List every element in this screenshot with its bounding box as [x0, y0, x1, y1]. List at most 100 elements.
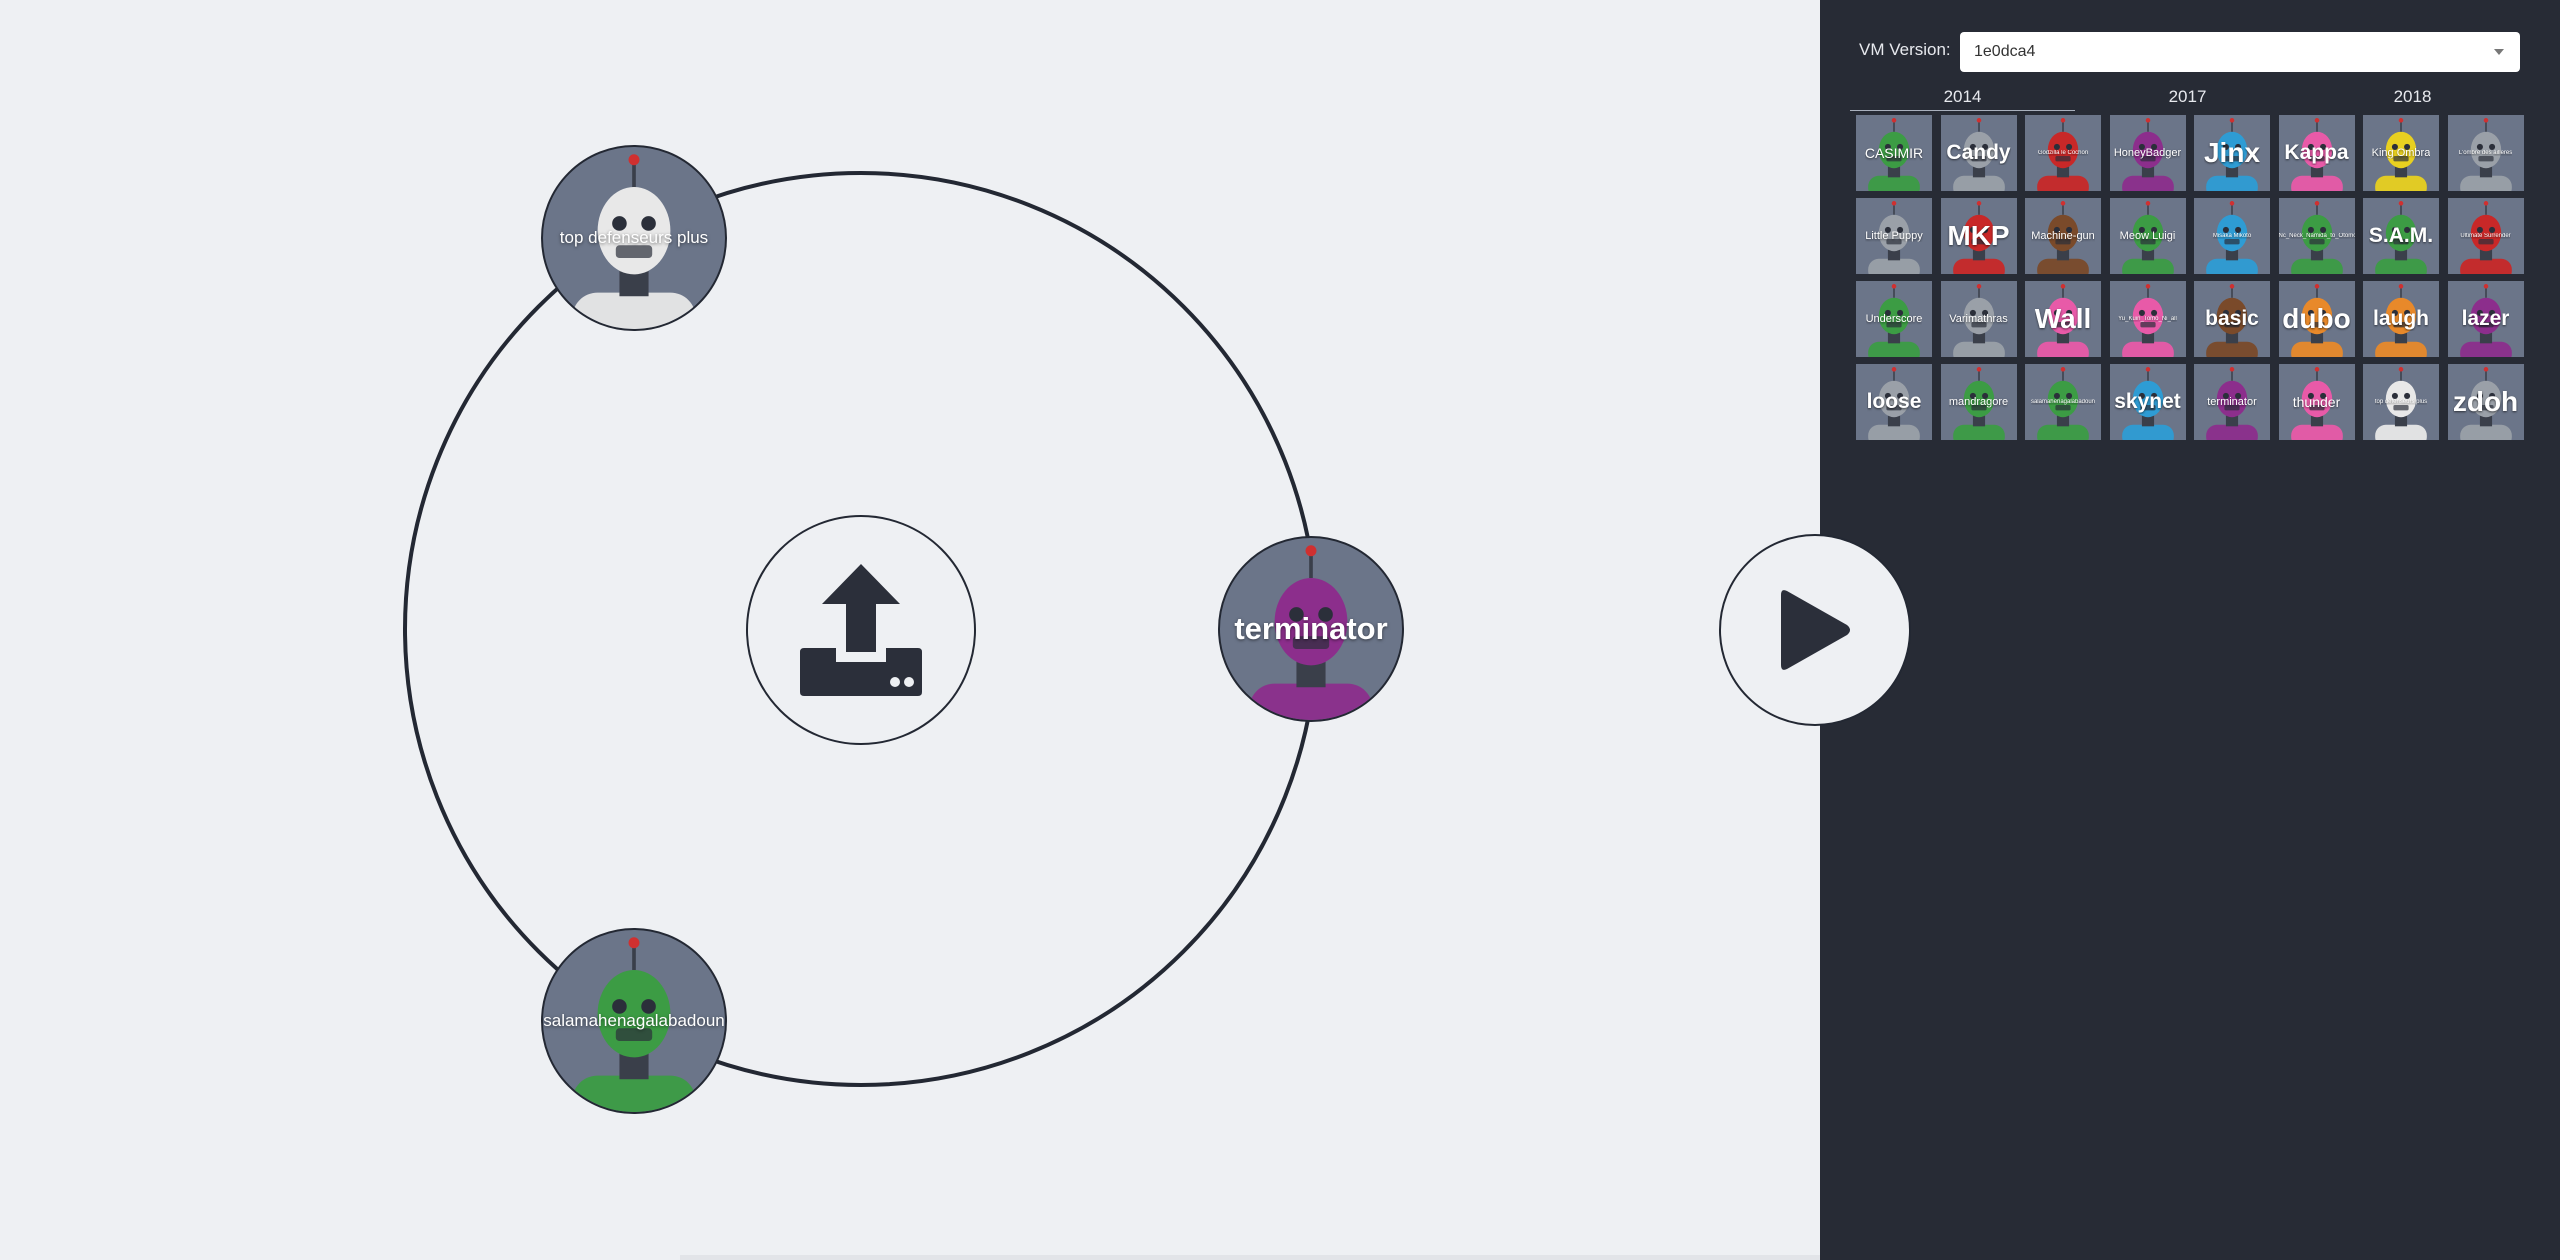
robot-card-name: Godzilla le Cochon	[2037, 150, 2089, 156]
robot-card-name: Nc_Neck_Namida_to_Otomo	[2278, 233, 2355, 239]
robot-sidebar: VM Version: 1e0dca4 2014 2017 2018 CASIM…	[1820, 0, 2560, 1260]
robot-card-name: thunder	[2292, 394, 2341, 410]
tab-year-2018[interactable]: 2018	[2300, 87, 2525, 111]
vm-version-select[interactable]: 1e0dca4	[1960, 32, 2520, 72]
robot-card[interactable]: laugh	[2363, 281, 2439, 357]
robot-card-name: zdoh	[2452, 386, 2519, 417]
robot-card-name: lazer	[2461, 307, 2510, 330]
robot-card-name: Wall	[2034, 303, 2092, 334]
robot-portrait-icon	[2375, 201, 2427, 274]
arena: top defenseurs plus terminator salamahen…	[403, 145, 1404, 1114]
robot-portrait-icon	[572, 937, 696, 1112]
robot-portrait-icon	[1868, 284, 1920, 357]
robot-card-name: S.A.M.	[2368, 224, 2434, 247]
robot-card[interactable]: terminator	[2194, 364, 2270, 440]
robot-card-name: Varimathras	[1949, 313, 2008, 325]
robot-card[interactable]: Machine-gun	[2025, 198, 2101, 274]
robot-card[interactable]: King Ombra	[2363, 115, 2439, 191]
upload-icon	[800, 564, 922, 696]
robot-card[interactable]: lazer	[2447, 281, 2524, 357]
robot-card-name: dubo	[2282, 303, 2351, 334]
robot-card-name: top defenseurs plus	[2374, 399, 2428, 405]
robot-card[interactable]: CASIMIR	[1856, 115, 1932, 191]
robot-card[interactable]: MKP	[1940, 198, 2017, 274]
robot-card[interactable]: Nc_Neck_Namida_to_Otomo	[2278, 198, 2355, 274]
robot-card[interactable]: Little Puppy	[1856, 198, 1932, 274]
robot-portrait-icon	[1868, 367, 1920, 440]
tab-year-2014[interactable]: 2014	[1850, 87, 2075, 111]
robot-portrait-icon	[1952, 201, 2005, 274]
robot-portrait-icon	[2459, 118, 2512, 191]
robot-card-name: Underscore	[1865, 313, 1923, 325]
robot-card-name: Yu_Kuin_Tomo_Ni_all	[2118, 316, 2177, 322]
robot-card[interactable]: skynet	[2109, 364, 2186, 440]
robot-portrait-icon	[2375, 284, 2427, 357]
tab-label: 2014	[1943, 87, 1982, 106]
robot-portrait-icon	[2206, 201, 2258, 274]
robot-card-name: salamahenagalabadoun	[2030, 399, 2096, 405]
robot-portrait-icon	[1952, 367, 2005, 440]
robot-card[interactable]: S.A.M.	[2363, 198, 2439, 274]
vm-version-label: VM Version:	[1859, 40, 1951, 59]
robot-card-name: Kappa	[2284, 141, 2349, 164]
tab-year-2017[interactable]: 2017	[2075, 87, 2300, 111]
robot-card[interactable]: Jinx	[2194, 115, 2270, 191]
robot-portrait-icon	[572, 154, 696, 329]
robot-card[interactable]: Yu_Kuin_Tomo_Ni_all	[2109, 281, 2186, 357]
robot-portrait-icon	[1952, 284, 2005, 357]
arena-slot-bottom[interactable]: salamahenagalabadoun	[541, 928, 727, 1114]
robot-card[interactable]: dubo	[2278, 281, 2355, 357]
robot-card-name: mandragore	[1948, 396, 2009, 408]
robot-card-name: Misaka Mikoto	[2212, 233, 2252, 239]
robot-card[interactable]: HoneyBadger	[2109, 115, 2186, 191]
robot-card[interactable]: Misaka Mikoto	[2194, 198, 2270, 274]
robot-card-name: Meow Luigi	[2119, 230, 2176, 242]
robot-card-name: loose	[1866, 390, 1922, 413]
robot-card-name: Candy	[1946, 141, 2011, 164]
tab-label: 2018	[2393, 87, 2432, 106]
play-button[interactable]	[1719, 534, 1911, 726]
robot-card-name: Ultimate Surrender	[2460, 233, 2511, 239]
play-icon	[1781, 590, 1850, 670]
robot-card[interactable]: Varimathras	[1940, 281, 2017, 357]
robot-portrait-icon	[2290, 367, 2343, 440]
robot-portrait-icon	[2375, 118, 2427, 191]
arena-slot-name: terminator	[1234, 611, 1388, 646]
robot-portrait-icon	[2121, 367, 2174, 440]
arena-slot-name: top defenseurs plus	[559, 228, 709, 247]
robot-portrait-icon	[1868, 201, 1920, 274]
vm-version-value: 1e0dca4	[1974, 43, 2036, 60]
robot-card-name: Machine-gun	[2031, 230, 2095, 242]
arena-slot-right[interactable]: terminator	[1218, 536, 1404, 722]
robot-portrait-icon	[2121, 201, 2174, 274]
scrollbar-track	[680, 1255, 1820, 1260]
robot-card[interactable]: zdoh	[2447, 364, 2524, 440]
robot-card-name: Little Puppy	[1865, 230, 1923, 242]
robot-card[interactable]: mandragore	[1940, 364, 2017, 440]
robot-card[interactable]: thunder	[2278, 364, 2355, 440]
robot-card[interactable]: basic	[2194, 281, 2270, 357]
robot-portrait-icon	[2375, 367, 2427, 440]
robot-card[interactable]: Meow Luigi	[2109, 198, 2186, 274]
upload-button[interactable]	[746, 515, 976, 745]
robot-portrait-icon	[2459, 201, 2512, 274]
robot-card[interactable]: Candy	[1940, 115, 2017, 191]
robot-card[interactable]: Wall	[2025, 281, 2101, 357]
robot-card[interactable]: Kappa	[2278, 115, 2355, 191]
robot-portrait-icon	[2290, 118, 2343, 191]
robot-portrait-icon	[2121, 118, 2174, 191]
robot-card[interactable]: loose	[1856, 364, 1932, 440]
robot-card[interactable]: Ultimate Surrender	[2447, 198, 2524, 274]
robot-card[interactable]: salamahenagalabadoun	[2025, 364, 2101, 440]
arena-slot-top[interactable]: top defenseurs plus	[541, 145, 727, 331]
robot-card[interactable]: Underscore	[1856, 281, 1932, 357]
robot-portrait-icon	[2206, 284, 2258, 357]
robot-portrait-icon	[1952, 118, 2005, 191]
tab-label: 2017	[2168, 87, 2207, 106]
robot-card[interactable]: L'ombre des ailleres	[2447, 115, 2524, 191]
robot-portrait-icon	[2459, 367, 2512, 440]
robot-portrait-icon	[1868, 118, 1920, 191]
robot-card[interactable]: Godzilla le Cochon	[2025, 115, 2101, 191]
chevron-down-icon	[2494, 49, 2504, 55]
robot-card[interactable]: top defenseurs plus	[2363, 364, 2439, 440]
